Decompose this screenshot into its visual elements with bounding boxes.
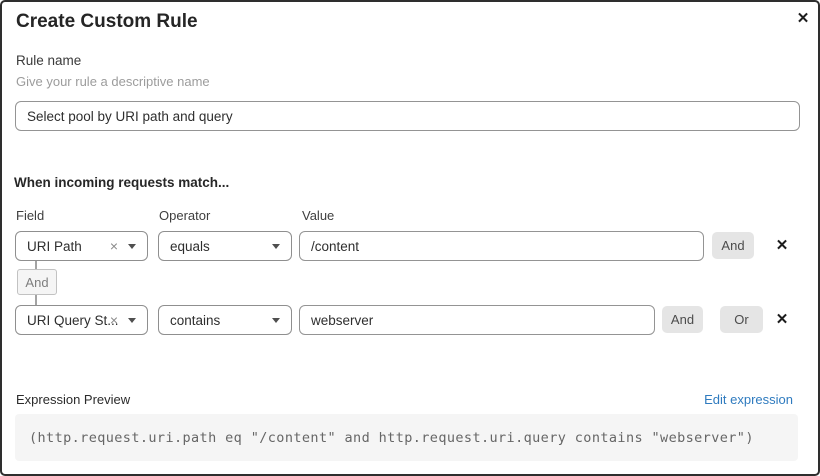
value-input-row2[interactable] (299, 305, 655, 335)
connector-line (35, 295, 37, 305)
rule-name-input[interactable] (15, 101, 800, 131)
field-select-row1[interactable]: URI Path × (15, 231, 148, 261)
connector-and-badge: And (17, 269, 57, 295)
operator-select-row1[interactable]: equals (158, 231, 292, 261)
field-select-row2-value: URI Query St... (27, 312, 119, 328)
delete-row1-icon[interactable]: ✕ (772, 231, 792, 259)
operator-select-row2-value: contains (170, 312, 221, 328)
rule-name-hint: Give your rule a descriptive name (16, 74, 210, 89)
and-button-row2[interactable]: And (662, 306, 703, 333)
chevron-down-icon (272, 317, 280, 323)
chevron-down-icon (128, 317, 136, 323)
or-button-row2[interactable]: Or (720, 306, 763, 333)
chevron-down-icon (272, 243, 280, 249)
operator-select-row2[interactable]: contains (158, 305, 292, 335)
connector-line (35, 261, 37, 269)
operator-select-row1-value: equals (170, 238, 210, 254)
field-select-row2[interactable]: URI Query St... × (15, 305, 148, 335)
chevron-down-icon (128, 243, 136, 249)
operator-column-label: Operator (159, 208, 211, 223)
close-icon[interactable]: ✕ (792, 7, 814, 29)
field-column-label: Field (16, 208, 45, 223)
field-select-row1-value: URI Path (27, 238, 82, 254)
value-column-label: Value (302, 208, 335, 223)
edit-expression-link[interactable]: Edit expression (704, 392, 793, 407)
expression-code-box: (http.request.uri.path eq "/content" and… (15, 414, 798, 461)
delete-row2-icon[interactable]: ✕ (772, 305, 792, 333)
expression-code: (http.request.uri.path eq "/content" and… (29, 429, 754, 446)
match-heading: When incoming requests match... (14, 175, 230, 190)
rule-name-label: Rule name (16, 53, 82, 68)
expression-preview-label: Expression Preview (16, 392, 131, 407)
modal-title: Create Custom Rule (16, 11, 198, 32)
value-input-row1[interactable] (299, 231, 704, 261)
clear-icon[interactable]: × (109, 238, 118, 254)
clear-icon[interactable]: × (109, 312, 118, 328)
and-button-row1[interactable]: And (712, 232, 754, 259)
